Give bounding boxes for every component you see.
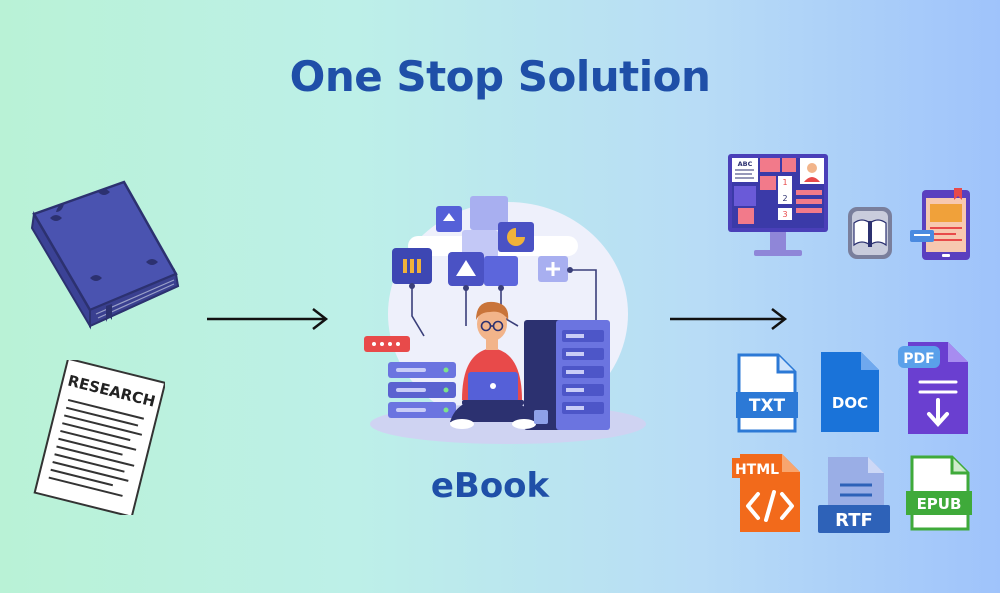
book-icon [30, 180, 180, 330]
txt-label: TXT [749, 396, 786, 416]
doc-file-icon[interactable]: DOC [819, 350, 881, 434]
html-file-icon[interactable]: HTML [732, 450, 802, 534]
arrow-right-icon [207, 308, 329, 330]
ebook-label: eBook [430, 466, 550, 506]
arrow-right-icon [670, 308, 788, 330]
tablet-icon [910, 188, 970, 260]
doc-label: DOC [832, 394, 868, 412]
monitor-icon: ABC 1 2 3 [728, 154, 828, 256]
epub-label: EPUB [917, 495, 962, 513]
pdf-file-icon[interactable]: PDF [898, 338, 972, 438]
abc-text: ABC [738, 160, 753, 168]
step-3-text: 3 [782, 210, 787, 219]
step-2-text: 2 [782, 194, 787, 203]
ebook-conversion-illustration [364, 196, 646, 444]
pdf-label: PDF [903, 351, 934, 367]
page-title: One Stop Solution [289, 52, 711, 101]
step-1-text: 1 [782, 178, 787, 187]
txt-file-icon[interactable]: TXT [736, 352, 798, 434]
epub-file-icon[interactable]: EPUB [906, 455, 972, 531]
book-reader-icon [848, 207, 892, 259]
html-label: HTML [735, 462, 779, 478]
rtf-file-icon[interactable]: RTF [818, 455, 890, 535]
rtf-label: RTF [835, 510, 873, 531]
research-paper-icon: RESEARCH [33, 360, 165, 515]
